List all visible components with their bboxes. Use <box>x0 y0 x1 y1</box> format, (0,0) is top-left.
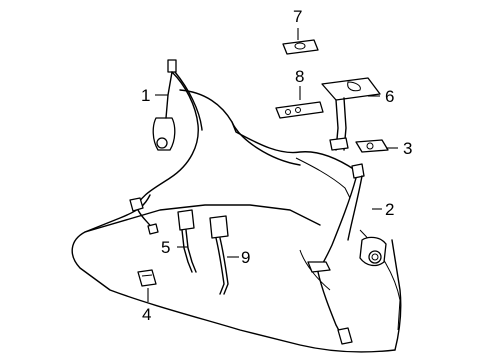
part-4-bracket <box>137 269 157 287</box>
part-3-anchor-plate <box>355 139 389 153</box>
callout-8: 8 <box>295 67 304 86</box>
part-8-bracket <box>275 101 324 119</box>
part-9-buckle-assembly <box>209 215 229 295</box>
callout-5: 5 <box>161 238 170 257</box>
callout-3: 3 <box>403 139 412 158</box>
callout-4: 4 <box>142 305 151 324</box>
callout-7: 7 <box>293 7 302 26</box>
callout-1: 1 <box>141 86 150 105</box>
leader-lines <box>147 28 398 302</box>
part-5-buckle-assembly <box>177 209 197 273</box>
part-7-anchor-plate <box>282 39 319 55</box>
part-1-rear-seat-belt-left <box>129 59 203 235</box>
callout-6: 6 <box>385 87 394 106</box>
callout-2: 2 <box>385 200 394 219</box>
callout-9: 9 <box>241 248 250 267</box>
part-6-retractor <box>321 77 381 151</box>
part-2-rear-seat-belt-right <box>307 163 387 345</box>
